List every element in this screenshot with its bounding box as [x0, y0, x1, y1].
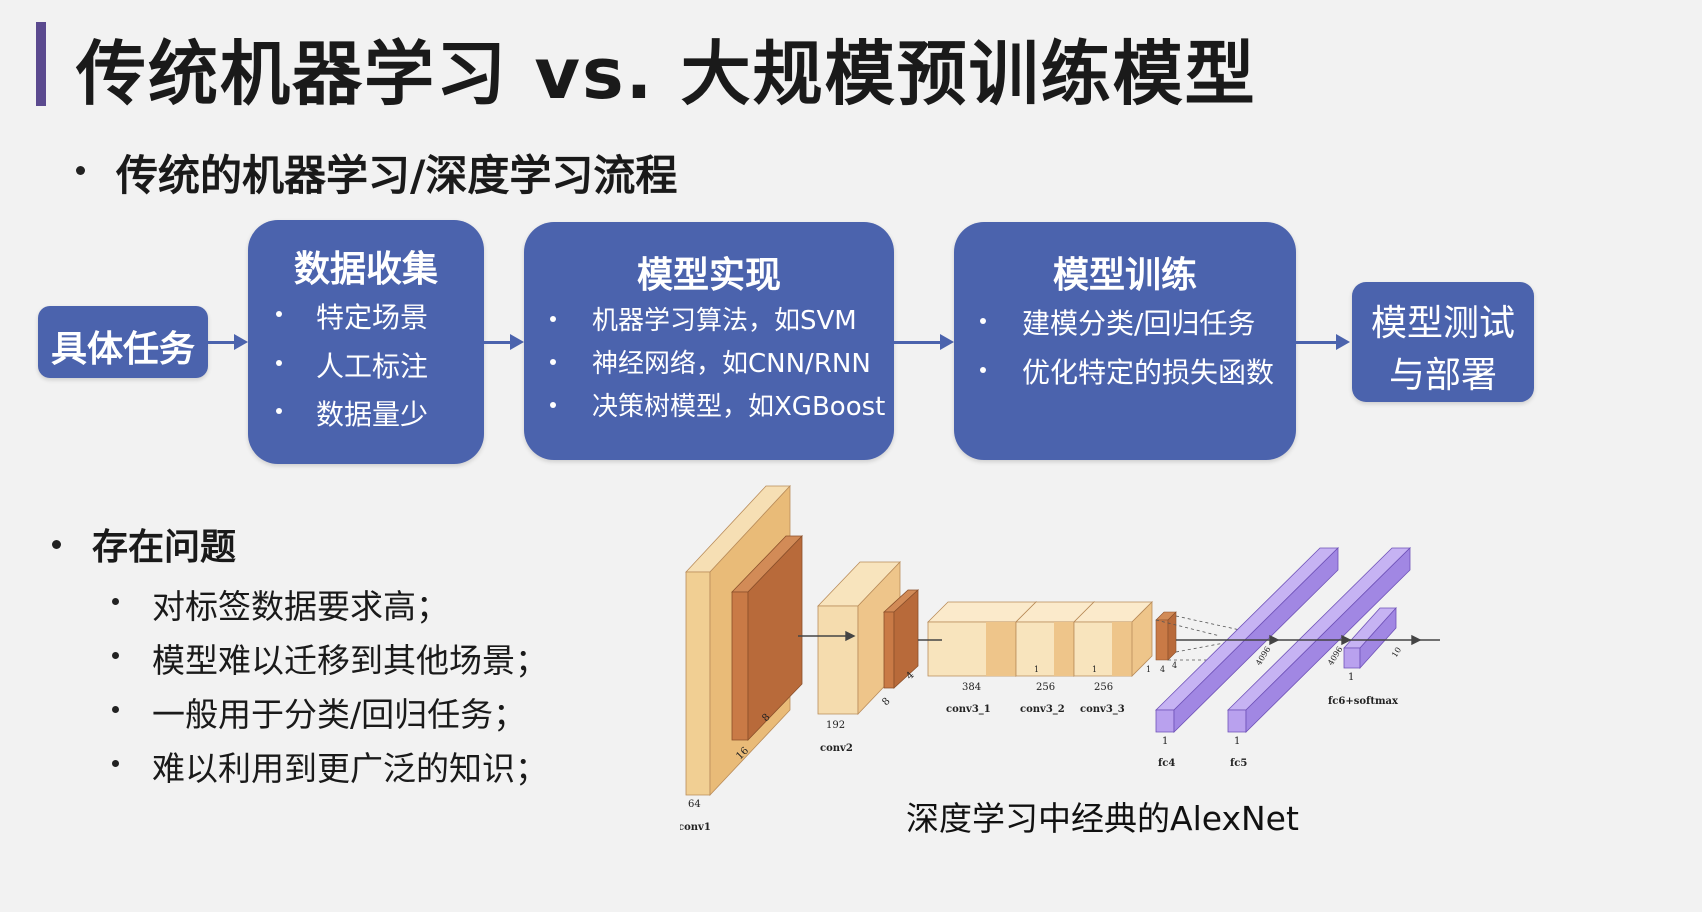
flow-arrow-2: [484, 341, 512, 344]
conv3-blocks: [927, 601, 1177, 677]
flow-arrow-1: [208, 341, 236, 344]
bullet-icon: [112, 706, 119, 713]
conv31-dim-label: 384: [962, 682, 981, 693]
bullet-icon: [276, 408, 282, 414]
bullet-icon: [76, 166, 85, 175]
k4-label: 4: [1160, 665, 1165, 674]
conv2-label: conv2: [820, 743, 853, 754]
collect-item: 数据量少: [316, 398, 429, 431]
implement-item: 机器学习算法，如SVM: [592, 306, 857, 336]
fc6-bar: [1343, 606, 1397, 670]
k1-label: 1: [1034, 665, 1039, 674]
k2-label: 1: [1092, 665, 1097, 674]
train-box: 模型训练 建模分类/回归任务 优化特定的损失函数: [954, 222, 1296, 460]
alexnet-diagram: 64 conv1 16 8 192 conv2 8 4 384 conv3_1 …: [680, 484, 1440, 833]
k3-label: 1: [1146, 665, 1151, 674]
conv2-k2-label: 4: [904, 670, 916, 682]
fc6-label: fc6+softmax: [1328, 696, 1399, 707]
problems-heading: 存在问题: [92, 527, 237, 568]
section-heading: 传统的机器学习/深度学习流程: [116, 151, 678, 200]
bullet-icon: [550, 359, 556, 365]
bullet-icon: [112, 652, 119, 659]
implement-item: 决策树模型，如XGBoost: [592, 392, 886, 422]
arrow-head-icon: [510, 334, 524, 350]
collect-item: 人工标注: [316, 350, 429, 383]
train-item: 优化特定的损失函数: [1022, 356, 1275, 389]
bullet-icon: [276, 360, 282, 366]
collect-box: 数据收集 特定场景 人工标注 数据量少: [248, 220, 484, 464]
conv31-label: conv3_1: [946, 704, 991, 715]
conv2-k-label: 8: [880, 696, 892, 708]
deploy-label-line1: 模型测试: [1370, 303, 1515, 344]
fc5-one-label: 1: [1234, 736, 1240, 747]
flow-arrows: [798, 630, 1440, 646]
bullet-icon: [550, 402, 556, 408]
conv33-dim-label: 256: [1094, 682, 1113, 693]
conv2-block: [817, 561, 920, 715]
bullet-icon: [276, 311, 282, 317]
figure-caption: 深度学习中经典的AlexNet: [906, 799, 1299, 838]
task-label: 具体任务: [50, 329, 195, 370]
task-box: 具体任务: [38, 306, 208, 378]
k5-label: 4: [1172, 661, 1177, 670]
bullet-icon: [112, 598, 119, 605]
bullet-icon: [980, 318, 986, 324]
problem-item: 一般用于分类/回归任务；: [152, 695, 527, 734]
implement-item: 神经网络，如CNN/RNN: [592, 349, 871, 379]
implement-box: 模型实现 机器学习算法，如SVM 神经网络，如CNN/RNN 决策树模型，如XG…: [524, 222, 894, 460]
deploy-box: 模型测试 与部署: [1352, 282, 1534, 402]
conv32-label: conv3_2: [1020, 704, 1065, 715]
arrow-head-icon: [940, 334, 954, 350]
fc6-one-label: 1: [1348, 672, 1354, 683]
conv33-label: conv3_3: [1080, 704, 1125, 715]
problem-item: 对标签数据要求高；: [152, 587, 449, 626]
title-accent-bar: [36, 22, 46, 106]
bullet-icon: [112, 760, 119, 767]
conv32-dim-label: 256: [1036, 682, 1055, 693]
deploy-label-line2: 与部署: [1388, 355, 1497, 396]
problem-item: 模型难以迁移到其他场景；: [152, 641, 548, 680]
collect-title: 数据收集: [293, 249, 438, 290]
collect-item: 特定场景: [316, 301, 429, 334]
slide-title: 传统机器学习 vs. 大规模预训练模型: [76, 33, 1257, 115]
fc6-dim-label: 10: [1390, 646, 1403, 659]
conv1-dim-label: 64: [688, 799, 701, 810]
problem-item: 难以利用到更广泛的知识；: [152, 749, 548, 788]
train-item: 建模分类/回归任务: [1022, 307, 1256, 340]
implement-title: 模型实现: [636, 255, 781, 296]
conv1-label: conv1: [680, 822, 711, 833]
arrow-head-icon: [1336, 334, 1350, 350]
bullet-icon: [550, 316, 556, 322]
conv2-dim-label: 192: [826, 720, 845, 731]
conv1-block: [685, 484, 803, 797]
flow-arrow-4: [1296, 341, 1338, 344]
bullet-icon: [52, 540, 61, 549]
train-title: 模型训练: [1052, 255, 1197, 296]
fc5-label: fc5: [1230, 758, 1247, 769]
fc4-one-label: 1: [1162, 736, 1168, 747]
arrow-head-icon: [234, 334, 248, 350]
fc4-label: fc4: [1158, 758, 1175, 769]
flow-arrow-3: [894, 341, 942, 344]
bullet-icon: [980, 367, 986, 373]
